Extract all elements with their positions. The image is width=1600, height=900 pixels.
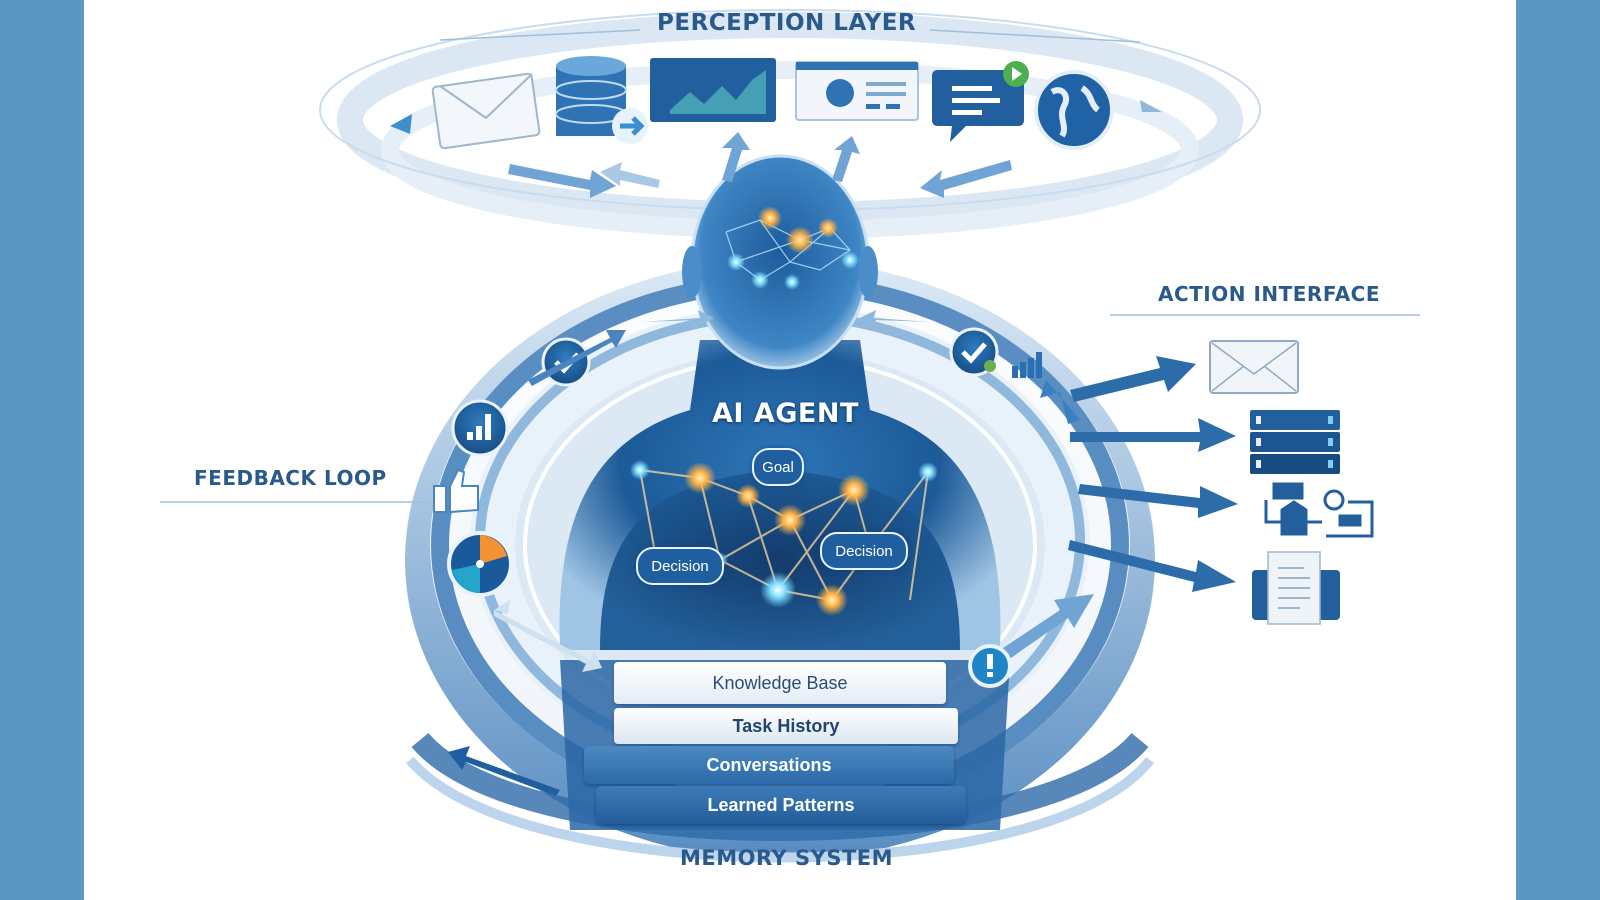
pie-chart-icon [447,531,513,597]
ai-agent-label: AI AGENT [712,398,859,429]
goal-node: Goal [752,448,804,486]
server-stack-icon [1250,410,1340,474]
left-triangle-arrow-icon [390,114,412,134]
decision-node-left: Decision [636,547,724,585]
left-border-bar [0,0,84,900]
signal-bars-icon [1012,352,1042,378]
document-printer-icon [1252,551,1340,625]
envelope-icon [1209,340,1299,394]
workflow-gear-icon [1264,482,1374,538]
web-page-icon [795,61,919,121]
feedback-icons [433,310,1042,796]
memory-layer-conversations: Conversations [584,746,954,784]
right-border-bar [1516,0,1600,900]
agent-figure [559,154,1001,650]
memory-layer-learned-patterns: Learned Patterns [596,786,966,824]
decision-node-right: Decision [820,532,908,570]
perception-arrows [508,132,1012,198]
perception-layer-label: PERCEPTION LAYER [657,10,917,36]
memory-system-label: MEMORY SYSTEM [680,846,894,870]
feedback-loop-label: FEEDBACK LOOP [194,466,387,490]
database-icon [555,56,648,144]
memory-layer-knowledge-base: Knowledge Base [614,662,946,704]
label-rules [160,29,1420,503]
action-interface-label: ACTION INTERFACE [1158,282,1381,306]
chat-bubble-icon [932,61,1029,142]
checkmark-icon [949,327,999,377]
bar-chart-icon [451,399,509,457]
alert-icon [968,644,1012,688]
memory-layer-task-history: Task History [614,708,958,744]
ai-agent-diagram: PERCEPTION LAYER ACTION INTERFACE FEEDBA… [84,0,1516,900]
thumbs-up-icon [433,468,479,514]
envelope-icon [431,72,541,150]
action-arrows [1000,356,1238,660]
globe-icon [1034,70,1114,150]
right-triangle-arrow-icon [1140,100,1162,112]
chart-dashboard-icon [650,58,776,122]
perception-icons [390,56,1162,150]
action-icons [1209,340,1374,625]
